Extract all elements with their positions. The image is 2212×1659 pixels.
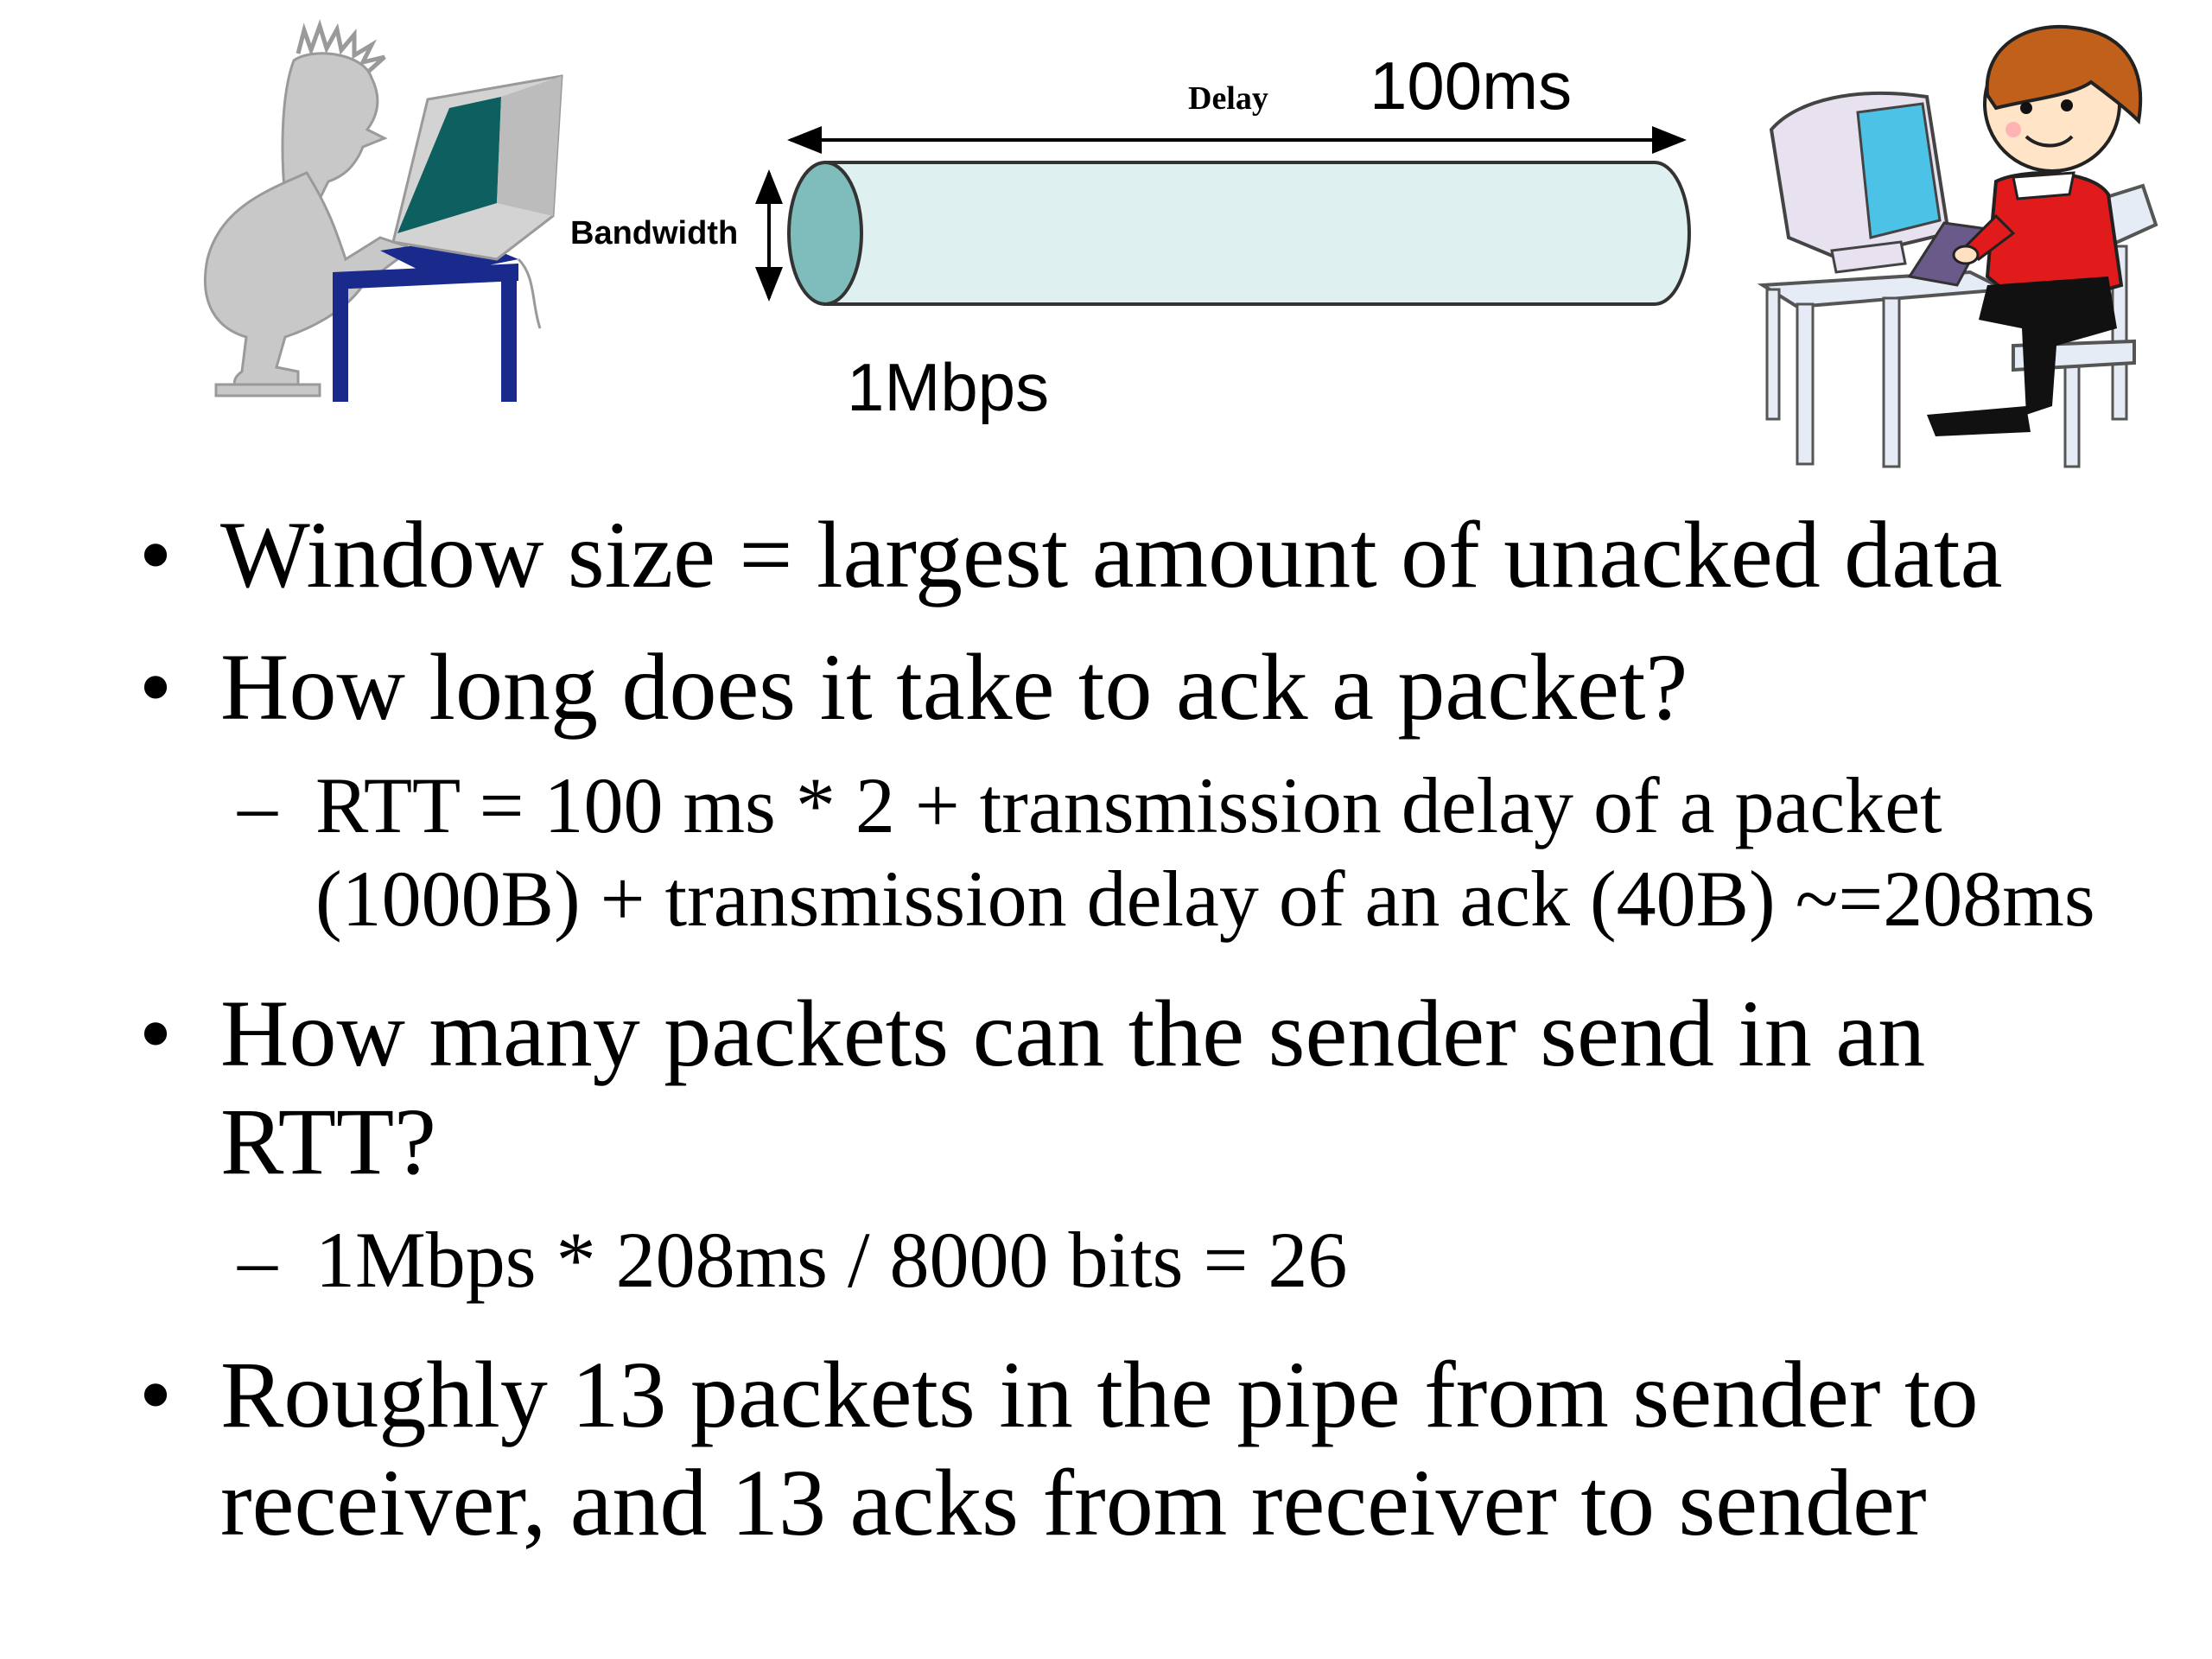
sub-bullet-marker: – (238, 1216, 277, 1304)
bullet-item: • How many packets can the sender send i… (130, 980, 2117, 1196)
bullet-text: Window size = largest amount of unacked … (220, 502, 2003, 607)
delay-label: Delay (1188, 80, 1268, 117)
bullet-text: How many packets can the sender send in … (220, 981, 1926, 1194)
delay-value: 100ms (1370, 48, 1572, 124)
bullet-text: Roughly 13 packets in the pipe from send… (220, 1342, 1979, 1555)
bullet-text: How long does it take to ack a packet? (220, 634, 1688, 740)
sub-bullet-text: 1Mbps * 208ms / 8000 bits = 26 (315, 1216, 1348, 1304)
sub-bullet-marker: – (238, 761, 277, 849)
bullet-marker: • (138, 981, 173, 1086)
bandwidth-value: 1Mbps (847, 349, 1049, 425)
bullet-marker: • (138, 634, 173, 740)
network-pipe (787, 161, 1691, 306)
bullet-item: • Window size = largest amount of unacke… (130, 501, 2117, 609)
bullet-marker: • (138, 502, 173, 607)
bandwidth-label: Bandwidth (570, 215, 738, 251)
bullet-marker: • (138, 1342, 173, 1447)
bullet-item: • How long does it take to ack a packet? (130, 633, 2117, 741)
sub-bullet-item: – RTT = 100 ms * 2 + transmission delay … (130, 759, 2117, 945)
bullet-item: • Roughly 13 packets in the pipe from se… (130, 1341, 2117, 1557)
sub-bullet-item: – 1Mbps * 208ms / 8000 bits = 26 (130, 1213, 2117, 1306)
boy-at-computer-icon (1757, 24, 2158, 468)
sub-bullet-text: RTT = 100 ms * 2 + transmission delay of… (315, 761, 2095, 943)
person-at-computer-icon (203, 19, 563, 402)
bullet-list: • Window size = largest amount of unacke… (130, 501, 2117, 1581)
network-diagram: Bandwidth Delay 100ms 1Mbps (203, 19, 2158, 468)
